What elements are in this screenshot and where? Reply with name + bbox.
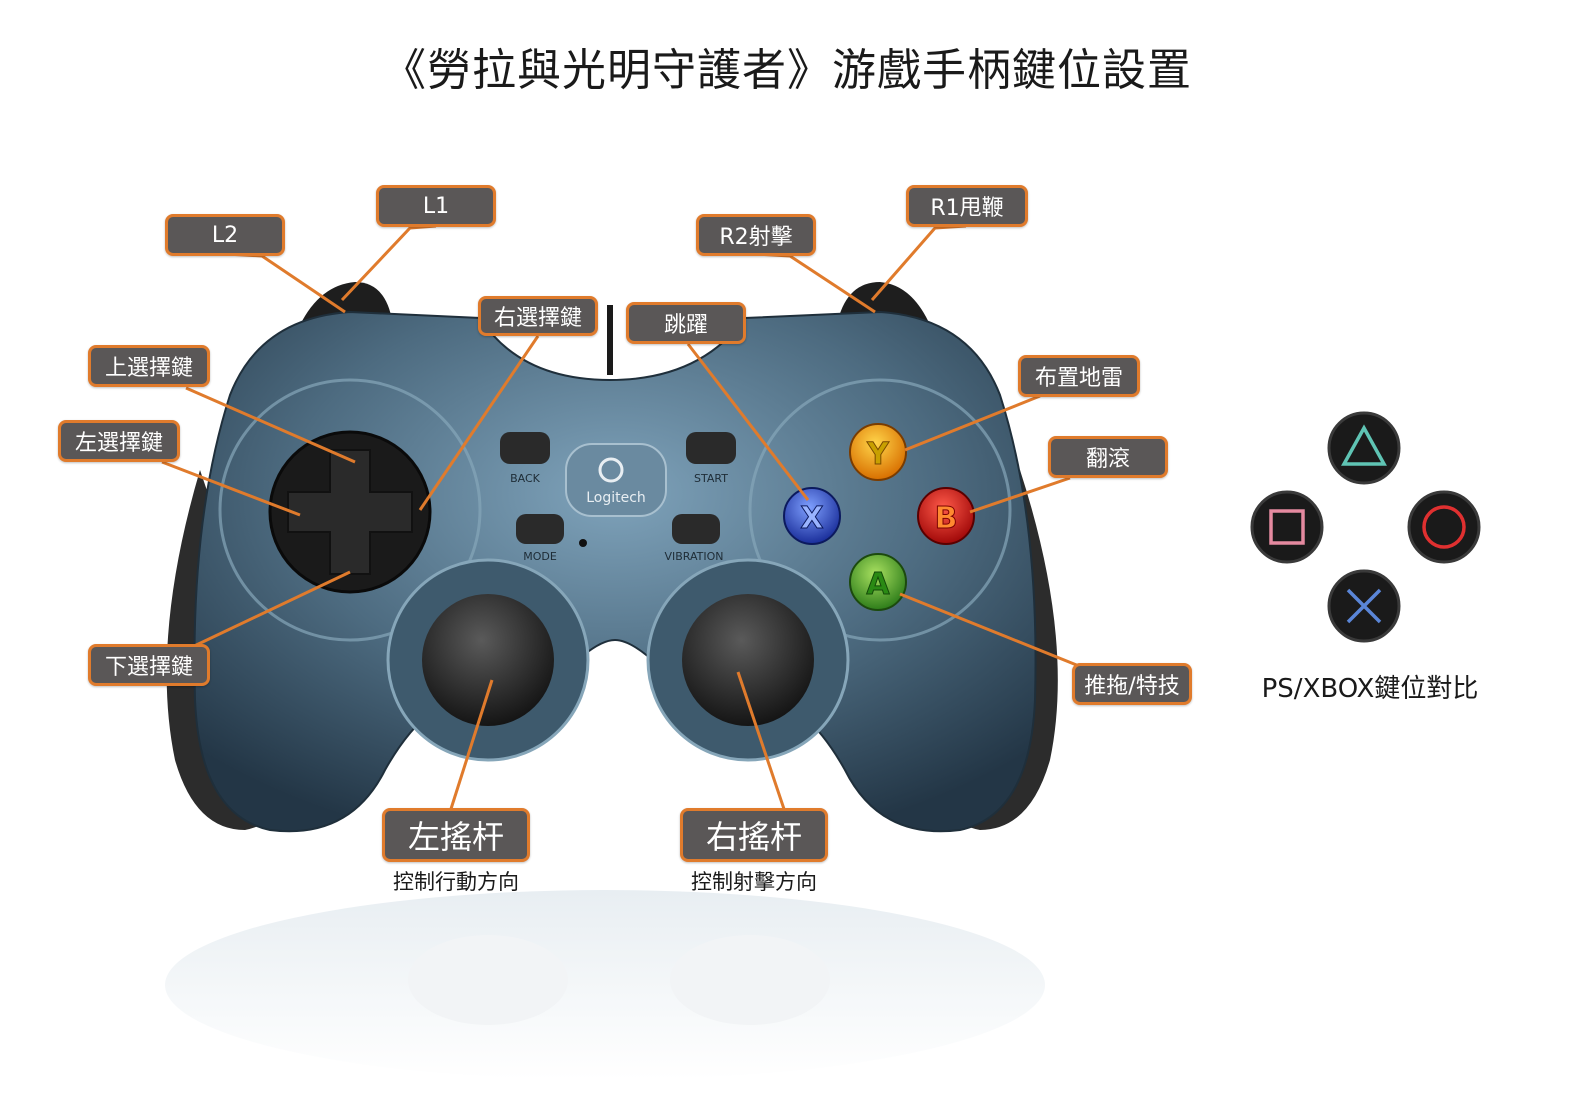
leader-down-select — [189, 570, 351, 650]
callout-r1: R1甩鞭 — [906, 185, 1028, 227]
button-y — [849, 423, 907, 481]
vibration-button — [672, 514, 720, 544]
button-b-label: B — [935, 501, 958, 536]
mode-label: MODE — [523, 550, 557, 563]
brand-label: Logitech — [586, 490, 646, 506]
button-x — [783, 487, 841, 545]
pad-reflection-stick-left — [408, 935, 568, 1025]
leader-place-mine — [904, 394, 1041, 452]
callout-jump: 跳躍 — [626, 302, 746, 344]
ps-square-button — [1250, 490, 1324, 564]
leader-right-stick — [736, 671, 787, 813]
ps-triangle-button — [1327, 411, 1401, 485]
ps-square-icon — [1269, 509, 1305, 545]
button-a-label: A — [866, 567, 890, 602]
callout-right-select: 右選擇鍵 — [478, 296, 598, 336]
ps-buttons — [1250, 411, 1481, 643]
leader-left-select — [161, 460, 301, 517]
page-title: 《勞拉與光明守護者》游戲手柄鍵位設置 — [382, 45, 1192, 96]
right-stick-subtitle: 控制射擊方向 — [691, 870, 817, 894]
ps-circle-icon — [1422, 505, 1466, 549]
callout-left-select: 左選擇鍵 — [58, 420, 180, 462]
logitech-logo-icon — [598, 457, 624, 483]
vibration-label: VIBRATION — [664, 550, 723, 563]
back-button — [500, 432, 550, 464]
callout-push-skill: 推拖/特技 — [1072, 663, 1192, 705]
leader-roll — [969, 476, 1071, 514]
button-y-label: Y — [866, 437, 890, 472]
back-label: BACK — [510, 472, 541, 485]
left-stick-subtitle: 控制行動方向 — [393, 870, 519, 894]
start-label: START — [694, 472, 728, 485]
face-ring — [748, 378, 1012, 642]
mode-button — [516, 514, 564, 544]
dpad-ring — [218, 378, 482, 642]
callout-l1: L1 — [376, 185, 496, 227]
leader-right-select — [418, 335, 540, 511]
callout-r2: R2射擊 — [696, 214, 816, 256]
callout-down-select: 下選擇鍵 — [88, 644, 210, 686]
leader-jump — [686, 343, 810, 501]
ps-circle-button — [1407, 490, 1481, 564]
button-x-label: X — [800, 501, 823, 536]
callout-up-select: 上選擇鍵 — [88, 345, 210, 387]
callout-left-stick: 左搖杆 — [382, 808, 530, 862]
leader-push-skill — [899, 592, 1085, 670]
leader-left-stick — [448, 679, 494, 813]
callout-place-mine: 布置地雷 — [1018, 355, 1140, 397]
start-button — [686, 432, 736, 464]
pad-reflection-stick-right — [670, 935, 830, 1025]
ps-triangle-icon — [1341, 424, 1387, 466]
callout-right-stick: 右搖杆 — [680, 808, 828, 862]
right-stick — [682, 594, 814, 726]
pad-reflection — [165, 890, 1045, 1080]
mode-led — [579, 539, 587, 547]
button-a — [849, 553, 907, 611]
button-b — [917, 487, 975, 545]
dpad-cross — [287, 449, 413, 575]
left-stick — [422, 594, 554, 726]
callout-l2: L2 — [165, 214, 285, 256]
ps-cross-icon — [1346, 588, 1382, 624]
ps-xbox-compare-label: PS/XBOX鍵位對比 — [1261, 674, 1479, 704]
callout-roll: 翻滾 — [1048, 436, 1168, 478]
leader-up-select — [185, 386, 356, 464]
